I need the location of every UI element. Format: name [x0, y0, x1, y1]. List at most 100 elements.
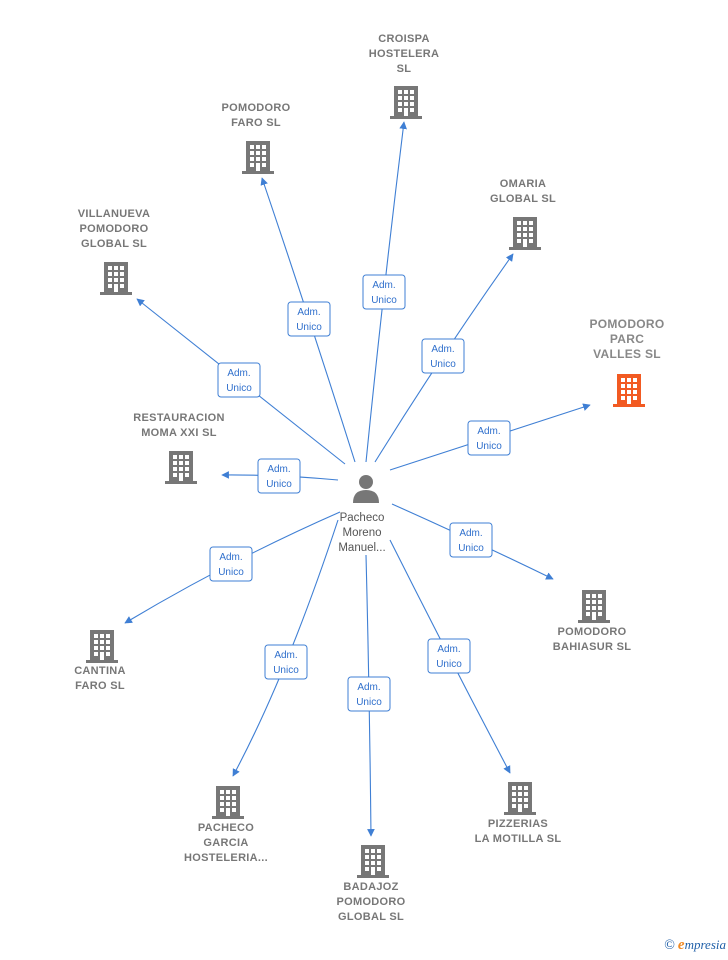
building-icon [165, 451, 197, 484]
relation-label: Unico [226, 383, 252, 394]
building-icon [390, 86, 422, 119]
relation-badge-pacheco-garcia-hosteleria[interactable]: Adm. Unico [264, 644, 308, 680]
relation-badge-box [347, 676, 391, 712]
company-name-line: BADAJOZ [343, 881, 398, 893]
badges-layer: Adm.UnicoAdm.UnicoAdm.UnicoAdm.UnicoAdm.… [209, 274, 511, 712]
relation-label: Adm. [297, 307, 320, 318]
person-icon [353, 475, 379, 503]
relation-label: Unico [436, 659, 462, 670]
relation-badge-cantina-faro-sl[interactable]: Adm. Unico [209, 546, 253, 582]
company-name-line: OMARIA [500, 178, 546, 190]
relation-label: Unico [218, 567, 244, 578]
building-icon [613, 374, 645, 407]
relation-label: Adm. [267, 464, 290, 475]
building-icon [212, 786, 244, 819]
company-name-line: GLOBAL SL [490, 193, 556, 205]
company-name-line: POMODORO [589, 317, 664, 331]
relation-badge-badajoz-pomodoro-global-sl[interactable]: Adm. Unico [347, 676, 391, 712]
relation-badge-box [209, 546, 253, 582]
company-name-line: SL [397, 63, 412, 75]
company-name-line: HOSTELERIA... [184, 852, 268, 864]
relation-label: Adm. [431, 344, 454, 355]
relation-badge-box [257, 458, 301, 494]
relation-label: Unico [296, 322, 322, 333]
relation-badge-villanueva-pomodoro-global-sl[interactable]: Adm. Unico [217, 362, 261, 398]
company-name-line: GARCIA [203, 837, 248, 849]
relation-badge-box [217, 362, 261, 398]
relation-badge-box [427, 638, 471, 674]
relation-label: Unico [273, 665, 299, 676]
building-icon [100, 262, 132, 295]
empresia-logo-text: mpresia [684, 937, 726, 952]
relation-badge-omaria-global-sl[interactable]: Adm. Unico [421, 338, 465, 374]
company-node-croispa-hostelera-sl[interactable]: CROISPA HOSTELERA SL [369, 33, 440, 119]
relation-badge-pomodoro-bahiasur-sl[interactable]: Adm. Unico [449, 522, 493, 558]
person-name-line: Pacheco [340, 512, 385, 524]
company-name-line: POMODORO [336, 896, 405, 908]
relation-label: Unico [371, 295, 397, 306]
person-name-line: Moreno [343, 527, 382, 539]
relation-label: Unico [430, 359, 456, 370]
copyright-icon: © [664, 938, 675, 953]
company-name-line: CANTINA [74, 665, 126, 677]
building-icon [357, 845, 389, 878]
relation-badge-box [362, 274, 406, 310]
relation-label: Adm. [477, 426, 500, 437]
company-name-line: RESTAURACION [133, 412, 224, 424]
relation-label: Unico [458, 543, 484, 554]
company-name-line: LA MOTILLA SL [475, 833, 562, 845]
nodes-layer: CROISPA HOSTELERA SL POMODORO FARO SL OMARIA G… [74, 33, 664, 923]
relation-label: Adm. [274, 650, 297, 661]
relation-badge-restauracion-moma-xxi-sl[interactable]: Adm. Unico [257, 458, 301, 494]
empresia-logo-initial: e [677, 937, 685, 953]
relation-badge-croispa-hostelera-sl[interactable]: Adm. Unico [362, 274, 406, 310]
relation-badge-pomodoro-parc-valles-sl[interactable]: Adm. Unico [467, 420, 511, 456]
company-node-badajoz-pomodoro-global-sl[interactable]: BADAJOZ POMODORO GLOBAL SL [336, 845, 405, 923]
company-name-line: POMODORO [79, 223, 148, 235]
company-name-line: GLOBAL SL [338, 911, 404, 923]
empresia-footer[interactable]: ©empresia [664, 937, 726, 954]
company-node-pomodoro-faro-sl[interactable]: POMODORO FARO SL [221, 102, 290, 174]
relation-badge-box [287, 301, 331, 337]
company-name-line: MOMA XXI SL [141, 427, 217, 439]
company-name-line: VALLES SL [593, 347, 661, 361]
company-name-line: HOSTELERA [369, 48, 440, 60]
relation-label: Adm. [227, 368, 250, 379]
relation-label: Adm. [459, 528, 482, 539]
relation-badge-box [449, 522, 493, 558]
company-name-line: PARC [610, 332, 644, 346]
company-node-restauracion-moma-xxi-sl[interactable]: RESTAURACION MOMA XXI SL [133, 412, 224, 484]
company-node-pacheco-garcia-hosteleria[interactable]: PACHECO GARCIA HOSTELERIA... [184, 786, 268, 864]
building-icon [86, 630, 118, 663]
company-name-line: CROISPA [378, 33, 429, 45]
company-node-cantina-faro-sl[interactable]: CANTINA FARO SL [74, 630, 126, 692]
company-node-omaria-global-sl[interactable]: OMARIA GLOBAL SL [490, 178, 556, 250]
company-name-line: PACHECO [198, 822, 254, 834]
relation-label: Adm. [357, 682, 380, 693]
relation-label: Unico [266, 479, 292, 490]
relation-badge-pizzerias-la-motilla-sl[interactable]: Adm.Unico [427, 638, 471, 674]
relation-label: Unico [476, 441, 502, 452]
building-icon [242, 141, 274, 174]
company-name-line: FARO SL [231, 117, 281, 129]
building-icon [578, 590, 610, 623]
relation-label: Adm. [219, 552, 242, 563]
relation-label: Unico [356, 697, 382, 708]
center-person-node[interactable]: PachecoMorenoManuel... [338, 475, 386, 554]
company-name-line: POMODORO [221, 102, 290, 114]
relation-badge-box [467, 420, 511, 456]
person-name-line: Manuel... [338, 542, 385, 554]
relation-badge-box [421, 338, 465, 374]
relation-badge-box [264, 644, 308, 680]
company-name-line: VILLANUEVA [78, 208, 150, 220]
relation-badge-pomodoro-faro-sl[interactable]: Adm. Unico [287, 301, 331, 337]
building-icon [509, 217, 541, 250]
company-name-line: BAHIASUR SL [553, 641, 631, 653]
company-name-line: FARO SL [75, 680, 125, 692]
relation-label: Adm. [372, 280, 395, 291]
